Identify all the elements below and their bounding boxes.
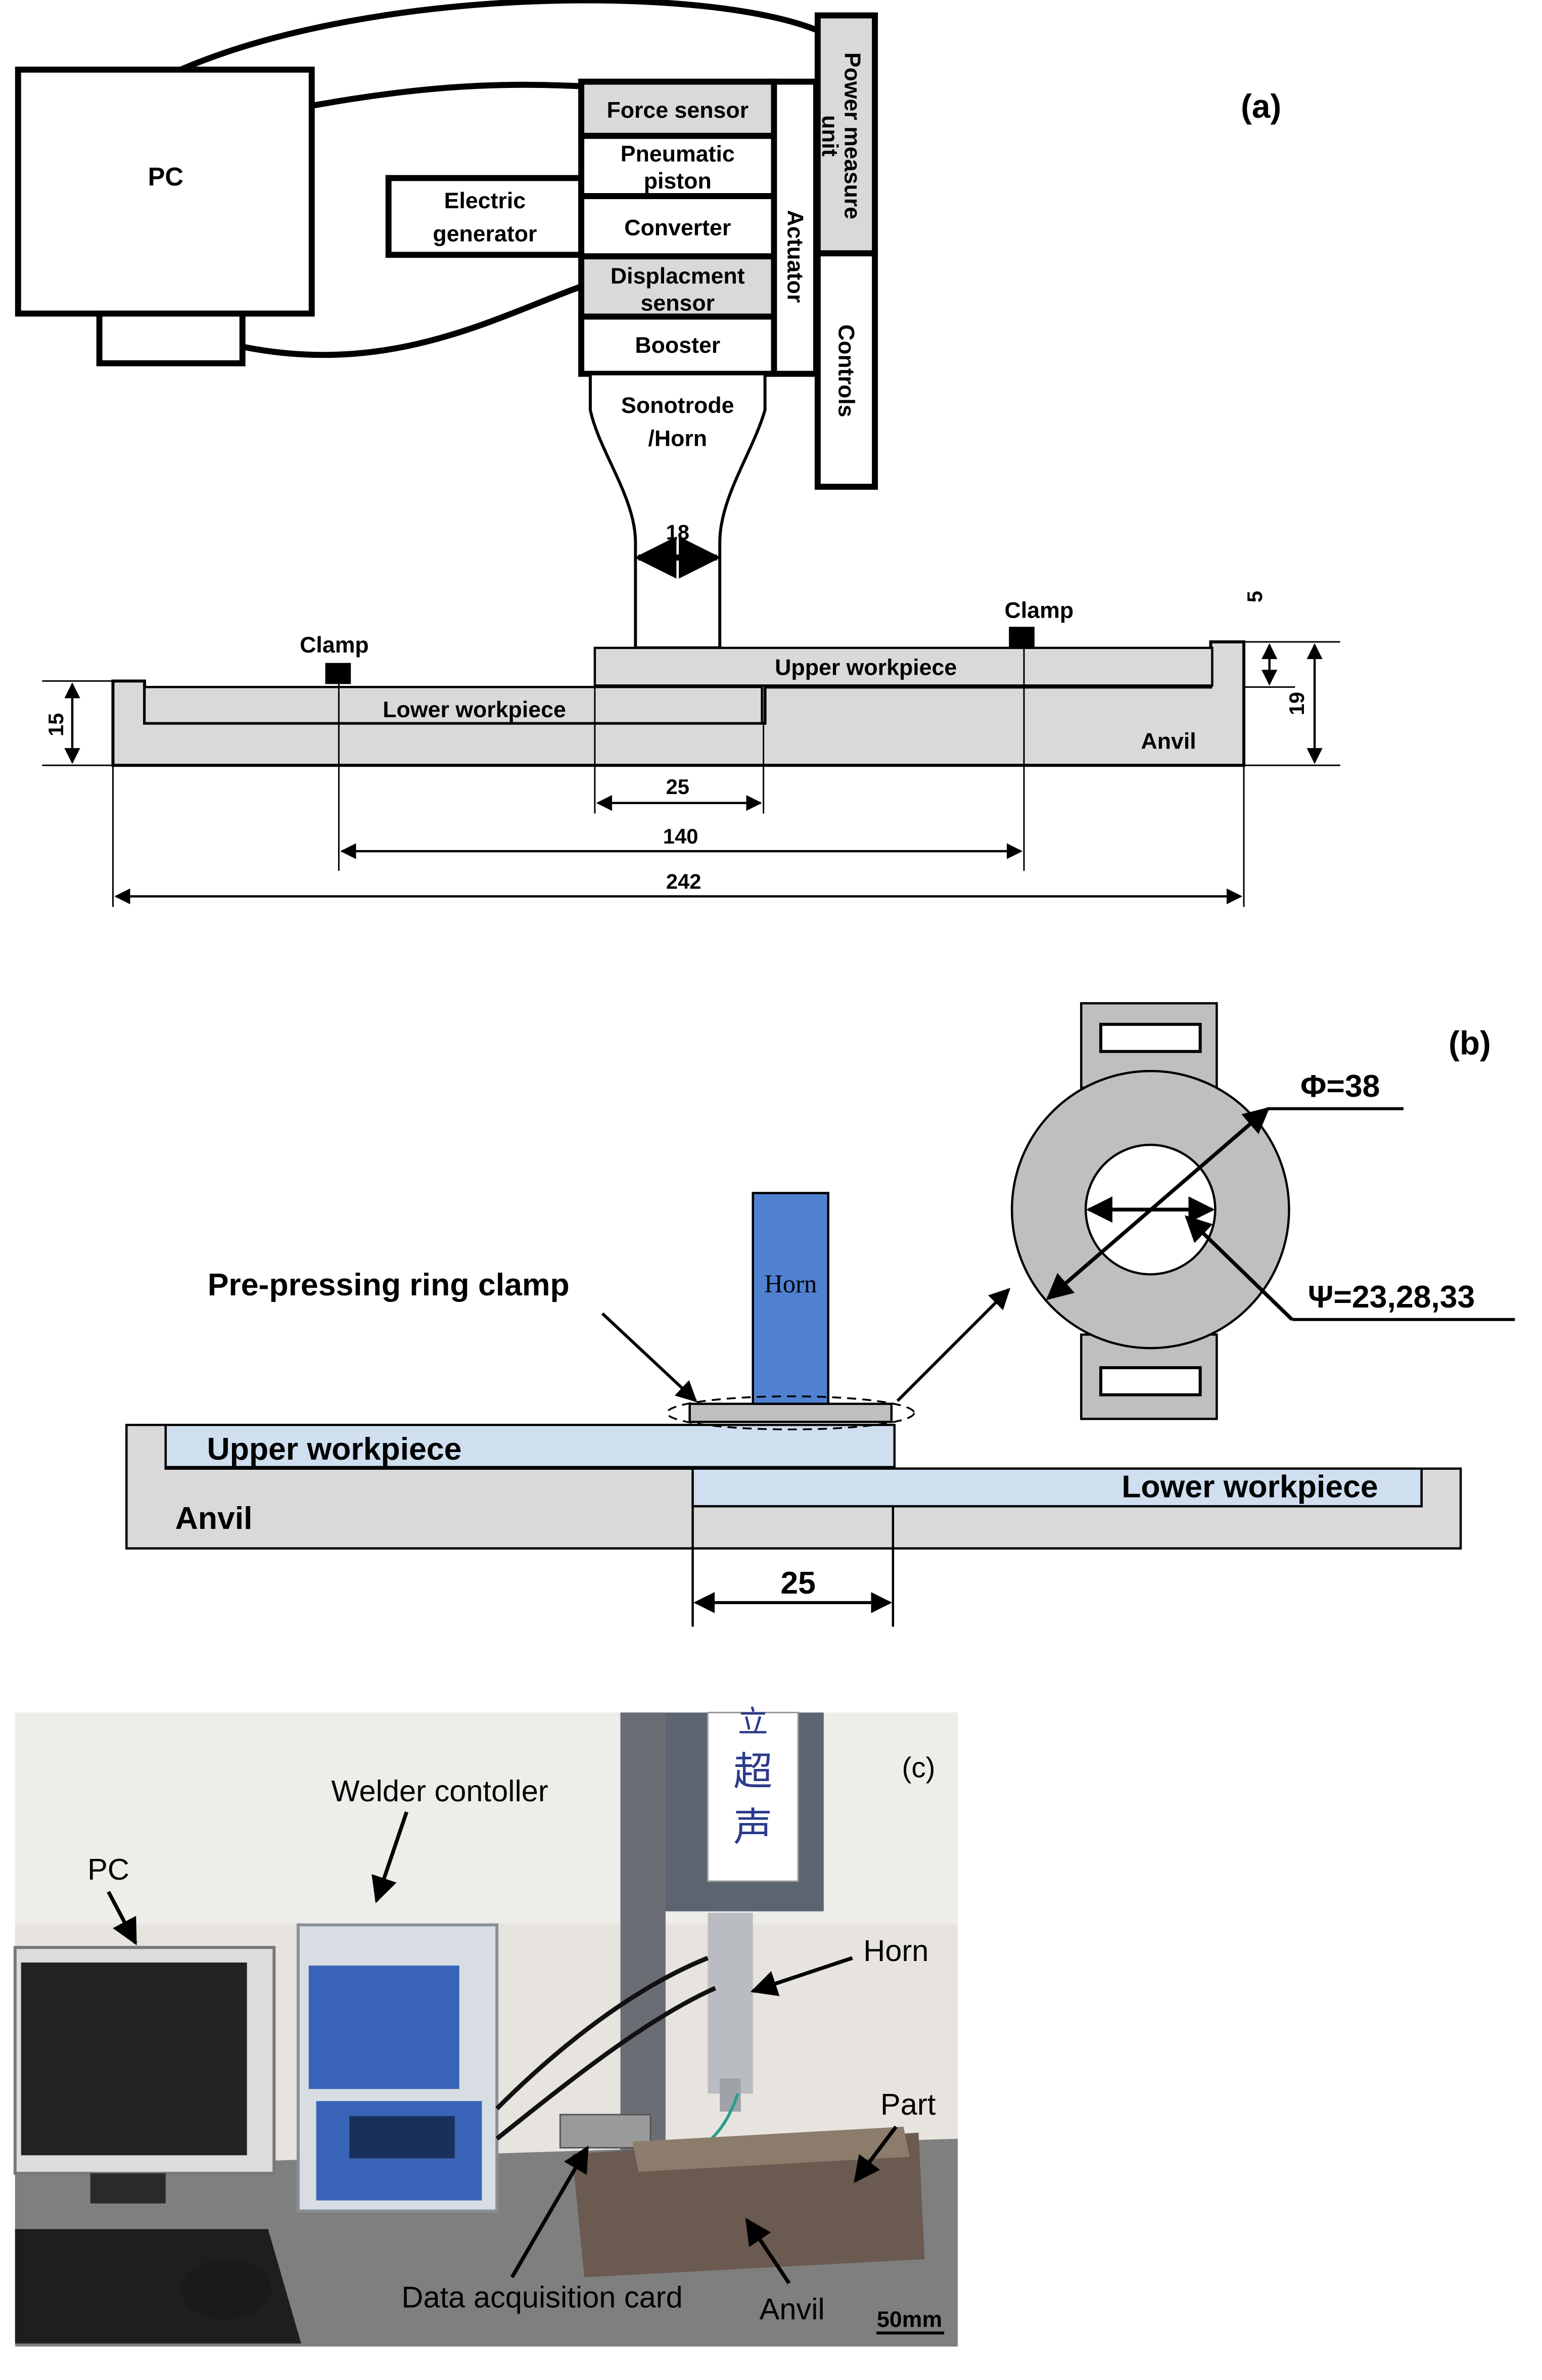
electric-generator-label-2: generator	[433, 221, 537, 246]
horn-b	[752, 1192, 829, 1414]
upper-workpiece-b-label: Upper workpiece	[207, 1431, 461, 1467]
controls-box	[814, 250, 878, 490]
ring-clamp-label: Pre-pressing ring clamp	[208, 1267, 570, 1302]
dim-19-label: 19	[1285, 692, 1309, 715]
power-measure-box	[814, 12, 878, 257]
sign-char-1: 立	[738, 1705, 768, 1740]
panel-a: (a) PC Electric generator Force sensor P…	[15, 0, 1340, 907]
power-measure-label-2: unit	[817, 115, 842, 157]
clamp-left-label: Clamp	[300, 633, 369, 658]
dim-5-label: 5	[1243, 591, 1267, 602]
anvil-b-label: Anvil	[175, 1501, 253, 1536]
anvil-photo-label: Anvil	[760, 2292, 825, 2326]
data-card-label: Data acquisition card	[401, 2280, 682, 2314]
electric-generator-label-1: Electric	[444, 189, 526, 213]
pc-monitor: PC	[15, 66, 315, 366]
dim-242-label: 242	[666, 870, 702, 894]
sonotrode-label-1: Sonotrode	[621, 393, 734, 418]
actuator-label: Actuator	[782, 210, 807, 303]
displacement-label-2: sensor	[640, 291, 715, 315]
panel-a-tag: (a)	[1241, 88, 1281, 125]
clamp-left-block	[325, 663, 351, 684]
ring-clamp-small	[688, 1403, 893, 1423]
phi-label: Φ=38	[1300, 1068, 1380, 1104]
converter-label: Converter	[624, 216, 731, 241]
extension-lines	[42, 641, 1340, 907]
panel-b: (b) Anvil Upper workpiece Lower workpiec…	[125, 1002, 1515, 1627]
pc-photo-label: PC	[87, 1852, 129, 1886]
psi-label: Ψ=23,28,33	[1308, 1279, 1475, 1315]
ring-clamp-zoom-arrow	[896, 1288, 1011, 1402]
force-sensor-label: Force sensor	[606, 98, 749, 123]
upper-workpiece-b	[164, 1424, 896, 1468]
sonotrode-label-2: /Horn	[648, 427, 707, 451]
anvil-a-label: Anvil	[1141, 729, 1196, 754]
ring-clamp-dashed-ellipse	[666, 1395, 915, 1431]
pneumatic-label-2: piston	[644, 169, 712, 194]
cable-pc-power	[179, 0, 819, 73]
welder-controller-label: Welder contoller	[331, 1774, 548, 1808]
clamp-right-label: Clamp	[1005, 598, 1074, 623]
sign-char-3: 声	[733, 1805, 772, 1850]
pneumatic-label-1: Pneumatic	[621, 142, 735, 167]
dim-25-b-label: 25	[780, 1565, 816, 1601]
ring-clamp-detail: Φ=38 Ψ=23,28,33	[1010, 1002, 1515, 1420]
power-measure-label-1: Power measure	[839, 53, 864, 219]
panel-c-tag: (c)	[902, 1752, 935, 1784]
dim-18-label: 18	[666, 520, 689, 544]
scale-label: 50mm	[877, 2307, 942, 2332]
horn-b-label: Horn	[764, 1270, 817, 1298]
cable-pc-displacement	[242, 284, 583, 358]
displacement-label-1: Displacment	[611, 264, 745, 289]
horn-photo	[708, 1912, 753, 2094]
clamp-right-block	[1009, 627, 1035, 648]
horn-photo-label: Horn	[863, 1934, 928, 1968]
mouse-photo	[180, 2259, 271, 2320]
upper-workpiece-a	[593, 646, 1213, 687]
lower-workpiece-a-label: Lower workpiece	[383, 697, 566, 722]
dim-140-label: 140	[663, 824, 698, 848]
psi-pointer	[1185, 1215, 1293, 1321]
pc-label: PC	[148, 162, 183, 191]
booster-label: Booster	[635, 333, 720, 358]
part-photo	[632, 2126, 910, 2172]
upper-workpiece-a-label: Upper workpiece	[775, 656, 957, 680]
lower-workpiece-a	[143, 686, 763, 725]
controls-label: Controls	[834, 324, 859, 417]
sign-char-2: 超	[733, 1749, 772, 1794]
dim-25-a-label: 25	[666, 775, 689, 799]
panel-c-photo: 立 超 声 (c) Welder contoller PC Horn Part …	[13, 1705, 958, 2347]
ring-clamp-pointer	[601, 1312, 697, 1403]
part-photo-label: Part	[880, 2087, 936, 2121]
panel-b-tag: (b)	[1448, 1024, 1491, 1061]
lower-workpiece-b-label: Lower workpiece	[1122, 1469, 1378, 1504]
actuator-stack: Force sensor Pneumatic piston Converter …	[578, 78, 819, 377]
cable-pc-force	[311, 81, 582, 109]
dim-15-label: 15	[44, 713, 68, 736]
lower-workpiece-b	[691, 1467, 1423, 1508]
